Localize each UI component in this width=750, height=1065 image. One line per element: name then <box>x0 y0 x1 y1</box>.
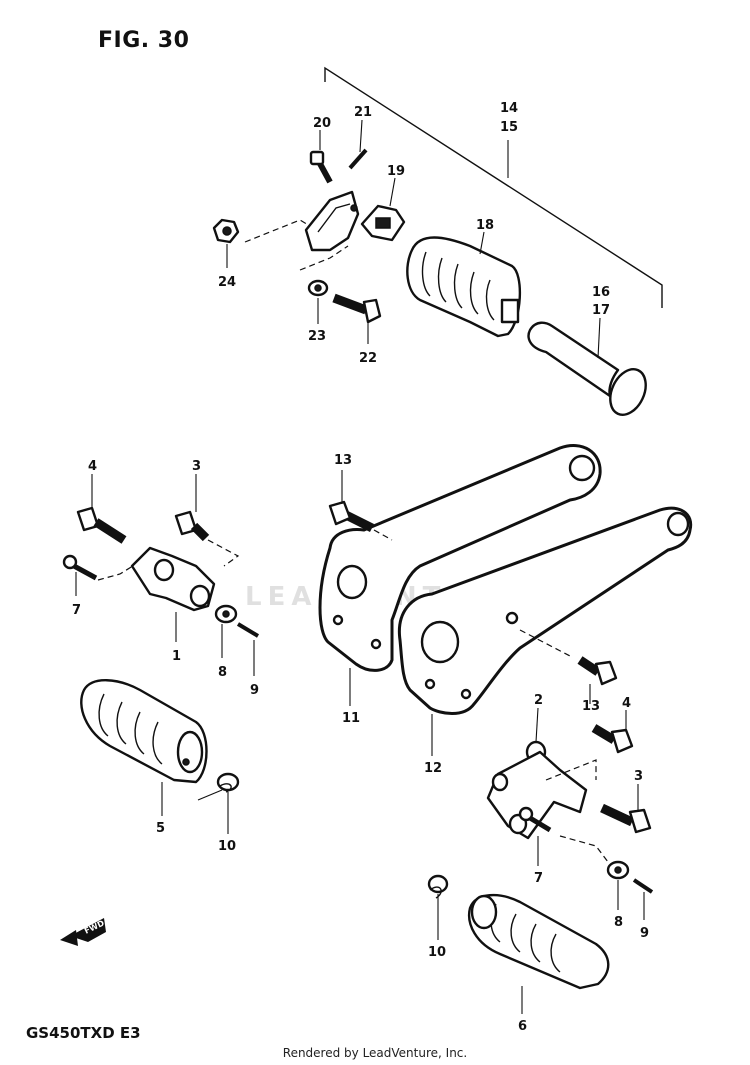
callout-6: 6 <box>518 1019 527 1034</box>
callout-7b: 7 <box>534 871 543 886</box>
callout-24: 24 <box>218 275 236 290</box>
part-7-pin[interactable] <box>62 554 98 581</box>
callout-4b: 4 <box>622 696 631 711</box>
callout-13a: 13 <box>334 453 352 468</box>
part-3-bolt[interactable] <box>174 510 210 542</box>
callout-21: 21 <box>354 105 372 120</box>
callout-9b: 9 <box>640 926 649 941</box>
part-9-pin-left[interactable] <box>236 622 260 638</box>
part-7-pin-right[interactable] <box>518 806 552 833</box>
part-10-spring-left[interactable] <box>197 772 240 801</box>
callout-3a: 3 <box>192 459 201 474</box>
callouts: 20 21 14 15 19 18 24 16 17 23 22 13 4 3 … <box>72 101 649 1034</box>
footer-credit: Rendered by LeadVenture, Inc. <box>282 1046 468 1060</box>
callout-19: 19 <box>387 164 405 179</box>
part-21-pin[interactable] <box>348 148 368 170</box>
part-bracket-upper[interactable] <box>304 190 360 252</box>
part-4-bolt[interactable] <box>76 506 127 544</box>
part-16-shaft[interactable] <box>527 321 653 421</box>
figure-title: FIG. 30 <box>98 28 190 53</box>
part-4-bolt-right[interactable] <box>591 724 634 754</box>
part-18-footpeg-rubber[interactable] <box>406 236 522 338</box>
callout-3b: 3 <box>634 769 643 784</box>
callout-8a: 8 <box>218 665 227 680</box>
callout-1: 1 <box>172 649 181 664</box>
callout-22: 22 <box>359 351 377 366</box>
callout-14: 14 <box>500 101 518 116</box>
callout-5: 5 <box>156 821 165 836</box>
part-6-footpeg-rubber[interactable] <box>467 894 610 990</box>
callout-7a: 7 <box>72 603 81 618</box>
part-23-washer[interactable] <box>307 279 329 297</box>
part-5-footpeg-rubber[interactable] <box>80 679 208 784</box>
callout-18: 18 <box>476 218 494 233</box>
part-3-bolt-right[interactable] <box>600 803 652 834</box>
callout-4a: 4 <box>88 459 97 474</box>
callout-12: 12 <box>424 761 442 776</box>
assembly-bracket <box>324 66 663 308</box>
part-9-pin-right[interactable] <box>632 878 654 894</box>
leader-lines <box>75 119 645 1014</box>
part-13-bolt-upper[interactable] <box>328 500 375 533</box>
callout-13b: 13 <box>582 699 600 714</box>
fwd-arrow-icon <box>60 918 106 946</box>
part-8-washer-left[interactable] <box>214 604 238 624</box>
callout-10b: 10 <box>428 945 446 960</box>
part-19-damper[interactable] <box>360 204 406 242</box>
part-22-bolt[interactable] <box>332 293 382 324</box>
callout-2: 2 <box>534 693 543 708</box>
part-8-washer-right[interactable] <box>606 860 630 880</box>
part-12-bracket[interactable] <box>397 506 693 715</box>
callout-9a: 9 <box>250 683 259 698</box>
part-20-bolt[interactable] <box>309 150 333 184</box>
part-13-bolt-lower[interactable] <box>577 656 618 686</box>
callout-10a: 10 <box>218 839 236 854</box>
callout-11: 11 <box>342 711 360 726</box>
part-bracket-right[interactable] <box>486 750 588 840</box>
callout-17: 17 <box>592 303 610 318</box>
part-1-bracket[interactable] <box>130 546 216 612</box>
part-24-nut[interactable] <box>212 218 240 244</box>
model-code: GS450TXD E3 <box>26 1024 141 1042</box>
callout-23: 23 <box>308 329 326 344</box>
callout-8b: 8 <box>614 915 623 930</box>
part-11-bracket[interactable] <box>318 444 602 672</box>
callout-20: 20 <box>313 116 331 131</box>
callout-16: 16 <box>592 285 610 300</box>
callout-15: 15 <box>500 120 518 135</box>
